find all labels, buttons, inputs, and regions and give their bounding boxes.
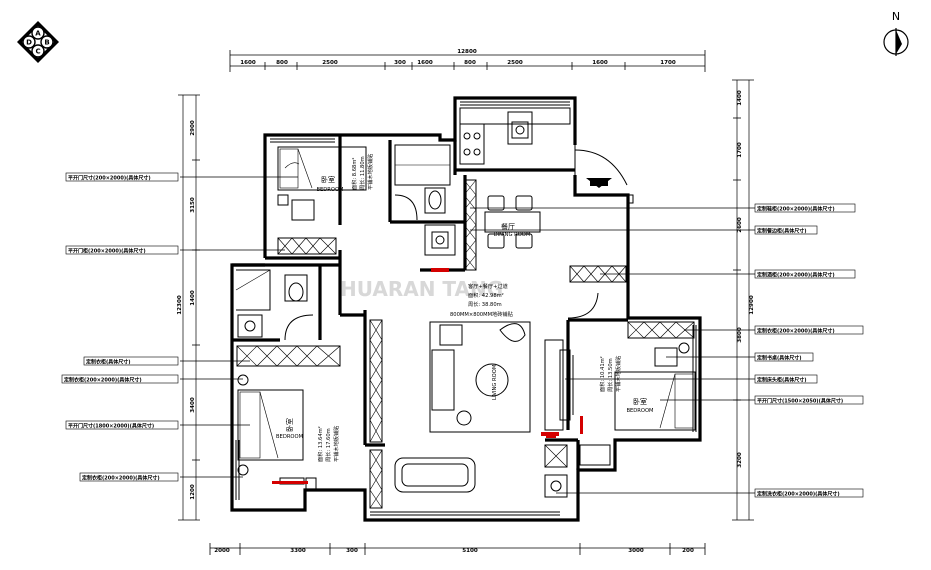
top-bedroom-furniture	[277, 146, 367, 255]
bottom-dim-3: 300	[346, 548, 358, 554]
left-total-dim: 12300	[177, 295, 183, 315]
right-note-8: 定制洗衣柜(200×2000)(具体尺寸)	[756, 491, 840, 498]
top-bedroom-area: 面积: 8.68m²	[351, 158, 358, 190]
watermark: HUARAN TANG	[340, 277, 503, 301]
left-dim-5: 1200	[190, 484, 196, 500]
left-bedroom-cn: 卧室	[285, 418, 294, 432]
top-bedroom-cn: 卧室	[321, 175, 335, 184]
living-room-furniture	[369, 319, 564, 509]
top-dim-8: 1600	[592, 60, 608, 66]
left-bedroom-area: 面积: 13.64m²	[317, 426, 324, 462]
logo-letter-b: B	[44, 39, 49, 47]
right-note-2: 定制餐边柜(具体尺寸)	[756, 228, 807, 235]
walls	[230, 96, 702, 522]
living-en: LIVING ROOM	[492, 365, 498, 400]
left-bedroom-perimeter: 周长: 17.60m	[324, 428, 332, 462]
compass-north-label: N	[892, 10, 900, 23]
left-note-4: 定制衣柜(200×2000)(具体尺寸)	[63, 377, 142, 384]
right-note-4: 定制衣柜(200×2000)(具体尺寸)	[756, 328, 835, 335]
red-markers	[272, 268, 583, 484]
dining-en: DINING ROOM	[494, 232, 531, 238]
logo: A B C D	[17, 21, 59, 63]
dining-area	[463, 179, 627, 283]
top-dim-5: 1600	[417, 60, 433, 66]
top-bedroom-floor: 平铺木地板铺贴	[366, 154, 374, 190]
top-dim-9: 1700	[660, 60, 676, 66]
right-note-1: 定制鞋柜(200×2000)(具体尺寸)	[756, 206, 835, 213]
bottom-dim-4: 5100	[462, 548, 478, 554]
bottom-dim-2: 3300	[290, 548, 306, 554]
top-dim-6: 800	[464, 60, 476, 66]
living-area: 面积: 42.98m²	[468, 292, 504, 299]
left-bedroom-floor: 平铺木地板铺贴	[332, 426, 340, 462]
left-notes: 平开门尺寸(200×2000)(具体尺寸) 平开门柜(200×2000)(具体尺…	[61, 172, 179, 482]
right-note-3: 定制酒柜(200×2000)(具体尺寸)	[756, 272, 835, 279]
logo-letter-a: A	[35, 30, 41, 38]
leader-lines	[180, 176, 755, 494]
right-note-5: 定制书桌(具体尺寸)	[756, 355, 802, 362]
top-dim-7: 2500	[507, 60, 523, 66]
left-note-3: 定制衣柜(具体尺寸)	[85, 359, 131, 366]
left-bedroom-furniture	[236, 345, 341, 485]
bottom-dim-6: 200	[682, 548, 694, 554]
right-note-6: 定制床头柜(具体尺寸)	[756, 377, 807, 384]
top-bathroom-fixtures	[394, 144, 456, 256]
bottom-dim-5: 3000	[628, 548, 644, 554]
right-bedroom-perimeter: 周长: 13.50m	[606, 358, 614, 392]
entrance-door	[574, 145, 634, 204]
right-dim-2: 1700	[737, 142, 743, 158]
living-tile: 800MM×800MM地砖铺贴	[450, 310, 513, 318]
top-dim-3: 2500	[322, 60, 338, 66]
right-bedroom-cn: 卧室	[633, 397, 647, 406]
bottom-dim-1: 2000	[214, 548, 230, 554]
top-bedroom-perimeter: 周长: 11.80m	[358, 156, 366, 190]
left-dimensions: 12300 2900 3150 1400 3400 1200	[177, 94, 200, 521]
left-dim-4: 3400	[190, 397, 196, 413]
north-compass-icon: N	[883, 10, 909, 56]
kitchen-fixtures	[459, 107, 571, 165]
right-notes: 定制鞋柜(200×2000)(具体尺寸) 定制餐边柜(具体尺寸) 定制酒柜(20…	[754, 203, 864, 498]
left-dim-3: 1400	[190, 290, 196, 306]
right-bedroom-en: BEDROOM	[626, 408, 653, 414]
left-note-2: 平开门柜(200×2000)(具体尺寸)	[68, 248, 146, 255]
room-labels: 卧室 BEDROOM 面积: 8.68m² 周长: 11.80m 平铺木地板铺贴…	[276, 154, 654, 462]
left-note-5: 平开门尺寸(1800×2000)(具体尺寸)	[68, 423, 154, 430]
living-title: 客厅+餐厅+过道	[468, 282, 508, 290]
right-dim-1: 1400	[737, 90, 743, 106]
top-dim-4: 300	[394, 60, 406, 66]
top-bedroom-en: BEDROOM	[316, 187, 343, 193]
top-total-dim: 12800	[457, 49, 477, 55]
right-dimensions: 12900 1400 1700 2600 3800 3200	[732, 79, 755, 521]
right-bedroom-area: 面积: 10.41m²	[599, 356, 606, 392]
logo-letter-c: C	[35, 48, 40, 56]
right-total-dim: 12900	[749, 295, 755, 315]
left-bedroom-en: BEDROOM	[276, 434, 303, 440]
left-note-1: 平开门尺寸(200×2000)(具体尺寸)	[68, 175, 151, 182]
right-dim-5: 3200	[737, 452, 743, 468]
dining-cn: 餐厅	[501, 222, 515, 231]
living-perimeter: 周长: 38.80m	[468, 300, 502, 308]
right-dim-3: 2600	[737, 217, 743, 233]
logo-letter-d: D	[26, 39, 32, 47]
left-dim-1: 2900	[190, 120, 196, 136]
right-dim-4: 3800	[737, 327, 743, 343]
top-dim-2: 800	[276, 60, 288, 66]
bottom-dimensions: 2000 3300 300 5100 3000 200	[209, 543, 706, 555]
left-dim-2: 3150	[190, 197, 196, 213]
right-note-7: 平开门尺寸(1500×2050)(具体尺寸)	[757, 398, 843, 405]
top-dimensions: 12800 1600 800 2500 300 1600 800 2500 16…	[229, 49, 706, 72]
left-note-6: 定制衣柜(200×2000)(具体尺寸)	[81, 475, 160, 482]
left-bathroom-fixtures	[235, 269, 314, 341]
top-dim-1: 1600	[240, 60, 256, 66]
right-bedroom-floor: 平铺木地板铺贴	[614, 356, 622, 392]
